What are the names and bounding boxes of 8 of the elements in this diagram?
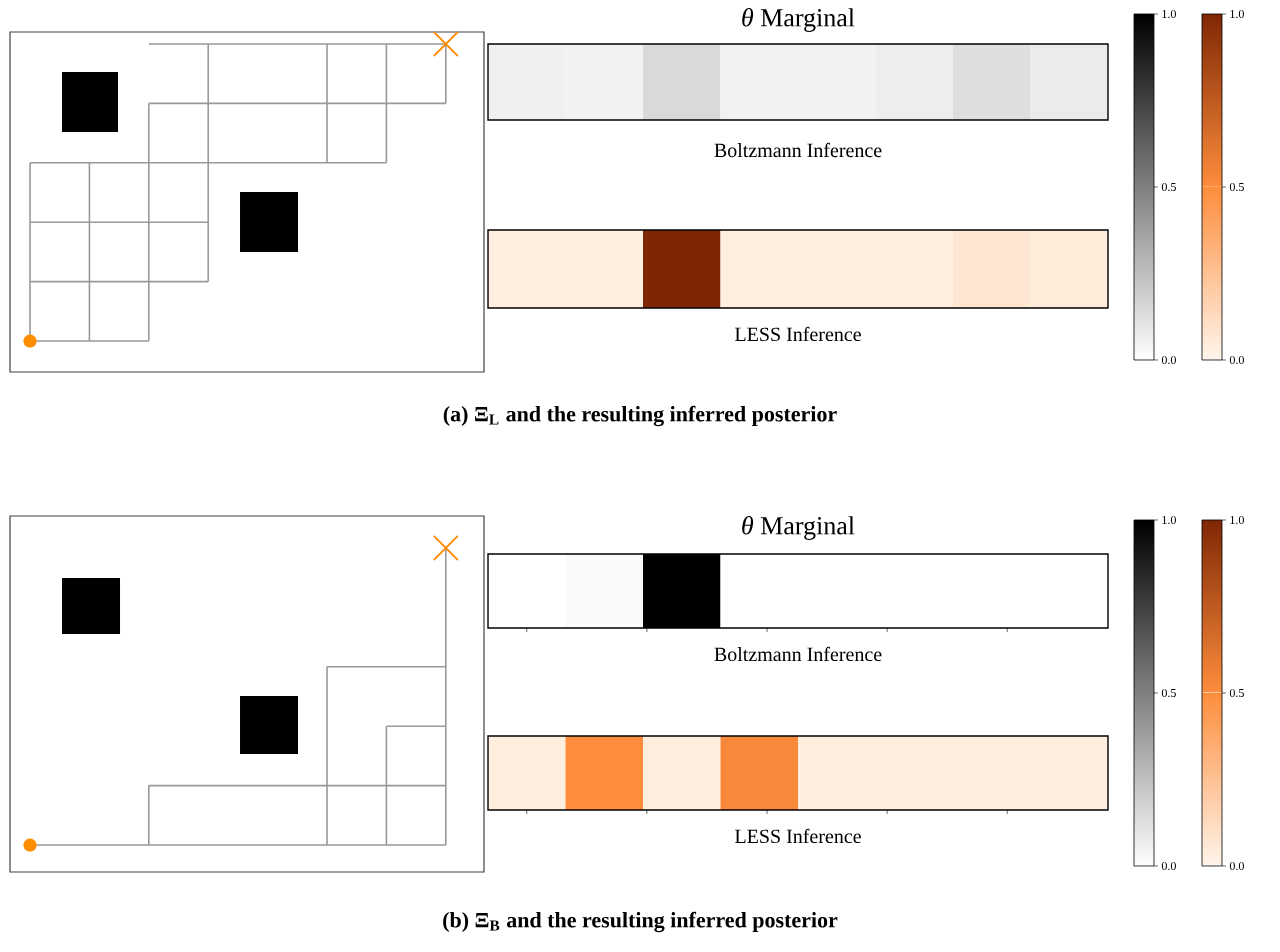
label: LESS Inference [734,828,861,844]
label: (a) Ξ$_{L}$ and the resulting inferred posterior [443,405,837,427]
label: Boltzmann Inference [714,142,882,158]
label: LESS Inference [734,326,861,342]
label: (b) Ξ$_{B}$ and the resulting inferred posterior [443,911,838,933]
label: Boltzmann Inference [714,646,882,662]
label: θ Marginal [742,516,855,540]
label: θ Marginal [742,8,855,32]
